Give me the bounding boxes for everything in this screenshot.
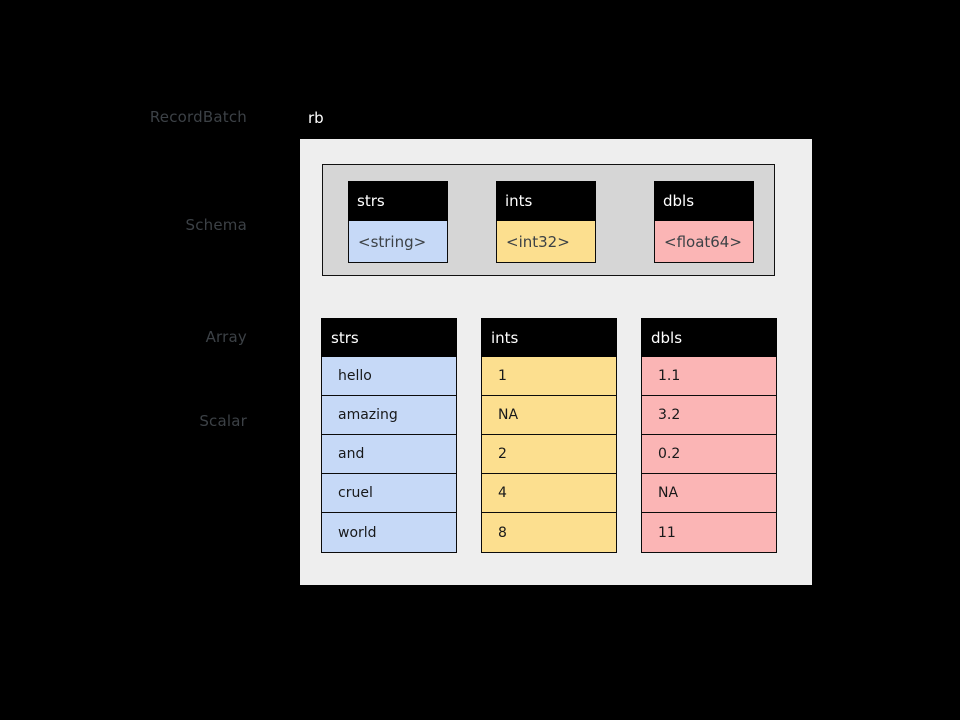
array-cell: 1.1 [642, 357, 776, 396]
label-array: Array [205, 328, 247, 346]
array-column-strs: strs hello amazing and cruel world [321, 318, 457, 553]
array-column-cells: 1.1 3.2 0.2 NA 11 [641, 357, 777, 553]
array-cell: amazing [322, 396, 456, 435]
array-cell: cruel [322, 474, 456, 513]
array-cell: NA [482, 396, 616, 435]
schema-field-type: <float64> [654, 221, 754, 263]
array-cell: 1 [482, 357, 616, 396]
schema-field-name: dbls [654, 181, 754, 221]
schema-box: strs <string> ints <int32> dbls <float64… [322, 164, 775, 276]
recordbatch-box: strs <string> ints <int32> dbls <float64… [300, 139, 812, 585]
array-cell: 2 [482, 435, 616, 474]
schema-field-ints: ints <int32> [496, 181, 596, 263]
label-schema: Schema [185, 216, 247, 234]
array-cell: world [322, 513, 456, 552]
array-cell: and [322, 435, 456, 474]
array-column-ints: ints 1 NA 2 4 8 [481, 318, 617, 553]
array-column-cells: hello amazing and cruel world [321, 357, 457, 553]
label-scalar: Scalar [199, 412, 247, 430]
schema-field-strs: strs <string> [348, 181, 448, 263]
array-column-cells: 1 NA 2 4 8 [481, 357, 617, 553]
schema-field-name: strs [348, 181, 448, 221]
array-cell: 3.2 [642, 396, 776, 435]
schema-field-dbls: dbls <float64> [654, 181, 754, 263]
array-cell: hello [322, 357, 456, 396]
array-cell: 4 [482, 474, 616, 513]
array-cell: 0.2 [642, 435, 776, 474]
array-column-dbls: dbls 1.1 3.2 0.2 NA 11 [641, 318, 777, 553]
array-cell: NA [642, 474, 776, 513]
recordbatch-variable-label: rb [308, 109, 324, 127]
array-cell: 8 [482, 513, 616, 552]
schema-field-name: ints [496, 181, 596, 221]
array-column-header: strs [321, 318, 457, 357]
array-column-header: ints [481, 318, 617, 357]
array-cell: 11 [642, 513, 776, 552]
label-recordbatch: RecordBatch [149, 108, 247, 126]
schema-field-type: <string> [348, 221, 448, 263]
array-column-header: dbls [641, 318, 777, 357]
schema-field-type: <int32> [496, 221, 596, 263]
